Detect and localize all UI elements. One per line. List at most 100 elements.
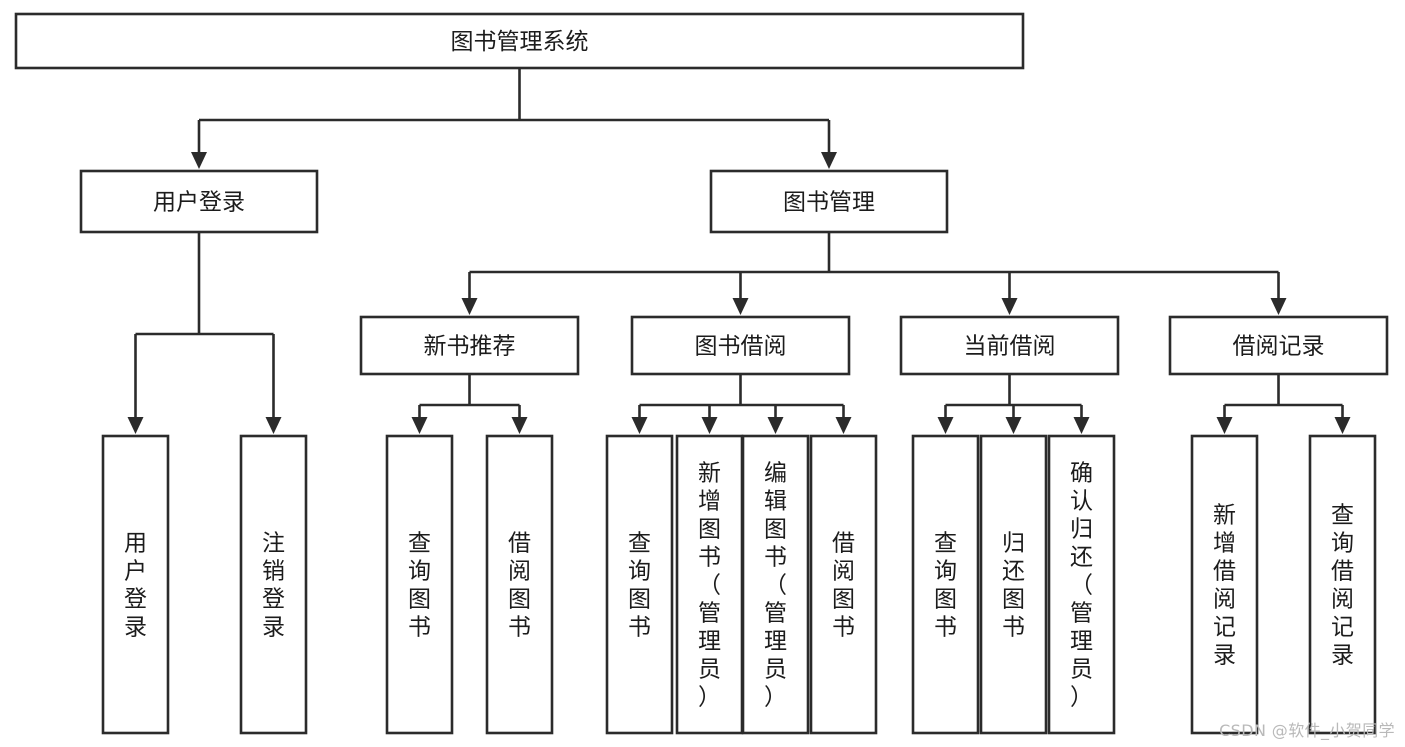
arrow-head-icon [937, 417, 954, 434]
node-label-char: 书 [698, 544, 721, 570]
node-label-char: （ [1070, 572, 1093, 598]
arrow-head-icon [732, 298, 749, 315]
node-borrow-record[interactable]: 借阅记录 [1168, 315, 1389, 376]
node-label-char: 借 [832, 530, 855, 556]
node-label-char: 新 [698, 460, 721, 486]
node-label-char: 辑 [764, 488, 787, 514]
node-label-char: 理 [764, 628, 787, 654]
node-box [485, 434, 554, 735]
node-box [911, 434, 980, 735]
node-label-char: 确 [1070, 460, 1093, 486]
node-label: 新书推荐 [424, 334, 516, 360]
arrow-head-icon [631, 417, 648, 434]
node-box [79, 169, 319, 234]
node-label-char: 理 [1070, 628, 1093, 654]
node-label-char: 图 [832, 586, 855, 612]
node-box [1308, 434, 1377, 735]
node-label-char: 管 [1070, 600, 1093, 626]
node-label: 用户登录 [153, 190, 245, 216]
node-label-char: 询 [934, 558, 957, 584]
node-label-char: 图 [508, 586, 531, 612]
node-label-char: 登 [262, 586, 285, 612]
node-label-char: 员 [1070, 656, 1093, 682]
node-label-char: 增 [1213, 530, 1236, 556]
node-label-char: （ [764, 572, 787, 598]
node-label-char: 还 [1002, 558, 1025, 584]
node-label-char: 管 [698, 600, 721, 626]
node-label-char: 用 [124, 530, 147, 556]
arrow-head-icon [127, 417, 144, 434]
node-label-char: 记 [1331, 614, 1354, 640]
node-label-char: 查 [408, 530, 431, 556]
node-box [1047, 434, 1116, 735]
node-label-char: 阅 [508, 558, 531, 584]
node-book-management[interactable]: 图书管理 [709, 169, 949, 234]
arrow-head-icon [265, 417, 282, 434]
node-book-borrow[interactable]: 图书借阅 [630, 315, 851, 376]
node-box [605, 434, 674, 735]
node-box [14, 12, 1025, 70]
arrow-head-icon [1270, 298, 1287, 315]
arrow-head-icon [511, 417, 528, 434]
node-leaf-user-login[interactable]: 用户登录 [101, 434, 170, 735]
node-label-char: 借 [1331, 558, 1354, 584]
node-label-char: 录 [262, 614, 285, 640]
node-box [1168, 315, 1389, 376]
node-label-char: 登 [124, 586, 147, 612]
arrow-head-icon [1073, 417, 1090, 434]
watermark-label: CSDN @软件_小贺同学 [1219, 721, 1395, 740]
node-label-char: 认 [1070, 488, 1093, 514]
node-label: 图书管理系统 [451, 29, 589, 55]
node-box [675, 434, 744, 735]
node-label-char: 归 [1070, 516, 1093, 542]
node-new-book-recommend[interactable]: 新书推荐 [359, 315, 580, 376]
node-label-char: 录 [1331, 642, 1354, 668]
node-box [359, 315, 580, 376]
node-label-char: ） [1070, 684, 1093, 710]
arrow-head-icon [767, 417, 784, 434]
node-root[interactable]: 图书管理系统 [14, 12, 1025, 70]
arrow-head-icon [701, 417, 718, 434]
node-box [630, 315, 851, 376]
node-label-char: ） [764, 684, 787, 710]
node-label-char: 员 [764, 656, 787, 682]
node-label-char: 询 [628, 558, 651, 584]
node-label: 图书管理 [783, 190, 875, 216]
node-user-login[interactable]: 用户登录 [79, 169, 319, 234]
node-label-char: 借 [1213, 558, 1236, 584]
node-box [385, 434, 454, 735]
node-label-char: 增 [698, 488, 721, 514]
node-label-char: 书 [508, 614, 531, 640]
node-label-char: 户 [124, 558, 147, 584]
node-label-char: ） [698, 684, 721, 710]
node-label-char: 查 [934, 530, 957, 556]
node-label-char: 查 [628, 530, 651, 556]
arrow-head-icon [1334, 417, 1351, 434]
node-box [101, 434, 170, 735]
node-label-char: 编 [764, 460, 787, 486]
node-current-borrow[interactable]: 当前借阅 [899, 315, 1120, 376]
node-label-char: 阅 [1331, 586, 1354, 612]
node-label-char: 图 [764, 516, 787, 542]
node-label: 图书借阅 [695, 334, 787, 360]
node-box [709, 169, 949, 234]
node-label-char: 书 [934, 614, 957, 640]
node-label: 当前借阅 [964, 334, 1056, 360]
node-label-char: 书 [408, 614, 431, 640]
connectors-layer [127, 68, 1351, 434]
node-label-char: 查 [1331, 502, 1354, 528]
node-label-char: 图 [628, 586, 651, 612]
